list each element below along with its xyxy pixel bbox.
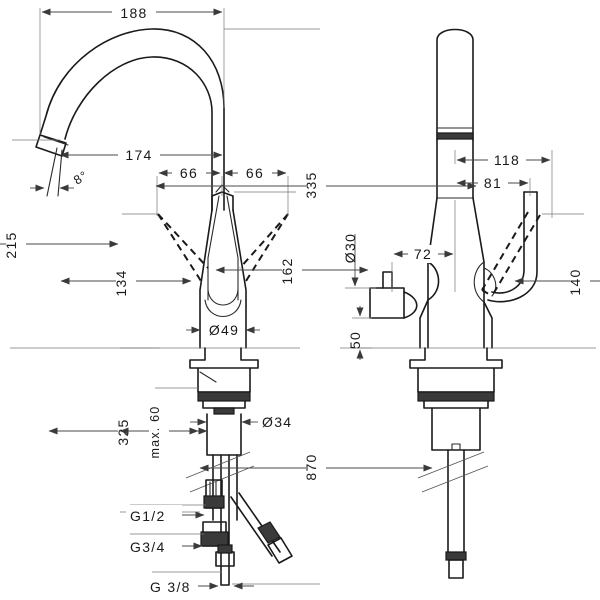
side-shank-notch — [451, 443, 461, 451]
break-line-side-2 — [421, 465, 489, 493]
side-base-left — [419, 299, 429, 349]
dim-label-66-right: 66 — [246, 165, 264, 181]
sprayhead-bottom-curve — [207, 289, 239, 306]
dim-49-bg — [203, 321, 245, 339]
dim-label-188: 188 — [120, 5, 147, 21]
dim-g12-bg — [126, 505, 182, 525]
mount-clamp — [213, 407, 235, 415]
dim-81-bg — [478, 174, 508, 192]
dim-label-134: 134 — [113, 269, 129, 296]
side-mount-nut — [423, 400, 489, 409]
side-handle-lever-outer — [487, 191, 538, 303]
dim-label-diameter-30: Ø30 — [342, 233, 358, 263]
side-handle-swivel-inner — [481, 211, 529, 291]
dim-188-bg — [112, 2, 156, 21]
dim-g38-bg — [146, 576, 198, 596]
handle-swivel-right-upper — [239, 213, 289, 269]
dim-174-bg — [118, 145, 160, 164]
side-handle-swivel-outer — [491, 214, 541, 297]
side-spray-holder-curve — [403, 291, 418, 319]
sprayhead-bottom-curve-2 — [204, 299, 242, 317]
spray-hose-clamp — [257, 521, 281, 544]
dim-label-215: 215 — [3, 231, 19, 258]
dim-335-bg — [306, 162, 326, 208]
side-hose-nut — [445, 551, 467, 561]
angle-ref-slant — [57, 149, 63, 197]
dim-label-335: 335 — [303, 171, 319, 198]
front-view-dimensions: 188 174 8° 215 66 66 134 — [0, 2, 477, 596]
escutcheon-plate — [189, 347, 259, 369]
dim-label-g34: G3/4 — [130, 539, 166, 555]
dim-label-8deg: 8° — [71, 168, 91, 187]
dim-label-81: 81 — [484, 175, 502, 191]
dim-label-g12: G1/2 — [130, 508, 166, 524]
side-body-bulge-left — [427, 261, 440, 301]
dim-label-50: 50 — [347, 331, 363, 349]
sprayhead-left-edge — [207, 195, 220, 301]
side-sprayhead-column — [436, 28, 474, 141]
connector-g38-nut — [217, 544, 233, 554]
break-line-side-1 — [417, 451, 485, 479]
dim-215-bg — [6, 222, 26, 268]
side-mount-gasket — [417, 391, 495, 402]
shank-body — [206, 413, 242, 456]
dim-label-162: 162 — [279, 257, 295, 284]
side-shank — [431, 407, 481, 451]
dim-label-118: 118 — [494, 152, 520, 168]
dim-870-bg — [306, 444, 326, 490]
side-handle-lever — [491, 191, 525, 294]
dim-label-870: 870 — [303, 453, 319, 480]
sprayhead-right-edge — [226, 195, 239, 301]
dim-label-325: 325 — [115, 418, 131, 445]
spout-outer-curve — [39, 28, 225, 211]
spout-aerator-seam — [43, 136, 69, 146]
dim-134-bg — [116, 262, 136, 304]
dim-118-bg — [488, 151, 526, 169]
dim-label-max60: max. 60 — [148, 406, 162, 459]
dim-label-diameter-34: Ø34 — [262, 414, 292, 430]
side-base-right — [483, 301, 493, 349]
side-view-dimensions: 118 81 Ø30 72 50 140 — [342, 150, 600, 360]
handle-swivel-left-upper — [157, 213, 209, 269]
connector-g38-tail — [220, 565, 230, 586]
dim-label-66-left: 66 — [180, 165, 198, 181]
side-handle-swivel-tip — [481, 289, 493, 297]
spray-hose-end-fitting — [267, 537, 293, 564]
dim-72-bg — [408, 245, 438, 263]
dim-max60-bg — [149, 398, 169, 460]
side-escutcheon-plate — [409, 347, 503, 369]
connector-g34-nut — [200, 531, 229, 547]
dim-66r-bg — [238, 164, 272, 182]
connector-g12-ribs — [209, 481, 217, 497]
side-body-bulge-right — [473, 261, 485, 303]
side-view-geometry — [340, 28, 596, 579]
mount-sleeve-detail — [199, 371, 217, 383]
mount-gasket — [197, 391, 251, 402]
side-handle-hub — [483, 267, 497, 297]
side-sprayhead-ring — [436, 132, 474, 140]
dim-label-174: 174 — [125, 147, 152, 163]
dim-g34-bg — [126, 536, 182, 556]
angle-ref-vertical — [46, 147, 58, 197]
dim-140-bg — [570, 260, 590, 302]
dim-label-diameter-49: Ø49 — [209, 322, 239, 338]
dim-label-140: 140 — [567, 268, 583, 295]
side-hose-end — [448, 559, 464, 579]
dim-label-72: 72 — [414, 246, 432, 262]
spout-inner-curve — [64, 56, 213, 211]
handle-swivel-left-lower — [157, 213, 202, 282]
dim-label-g38: G 3/8 — [150, 579, 191, 595]
dim-66l-bg — [172, 164, 206, 182]
connector-g12-nut — [203, 495, 225, 509]
spray-hose-left — [230, 496, 273, 557]
dim-162-bg — [282, 250, 302, 292]
